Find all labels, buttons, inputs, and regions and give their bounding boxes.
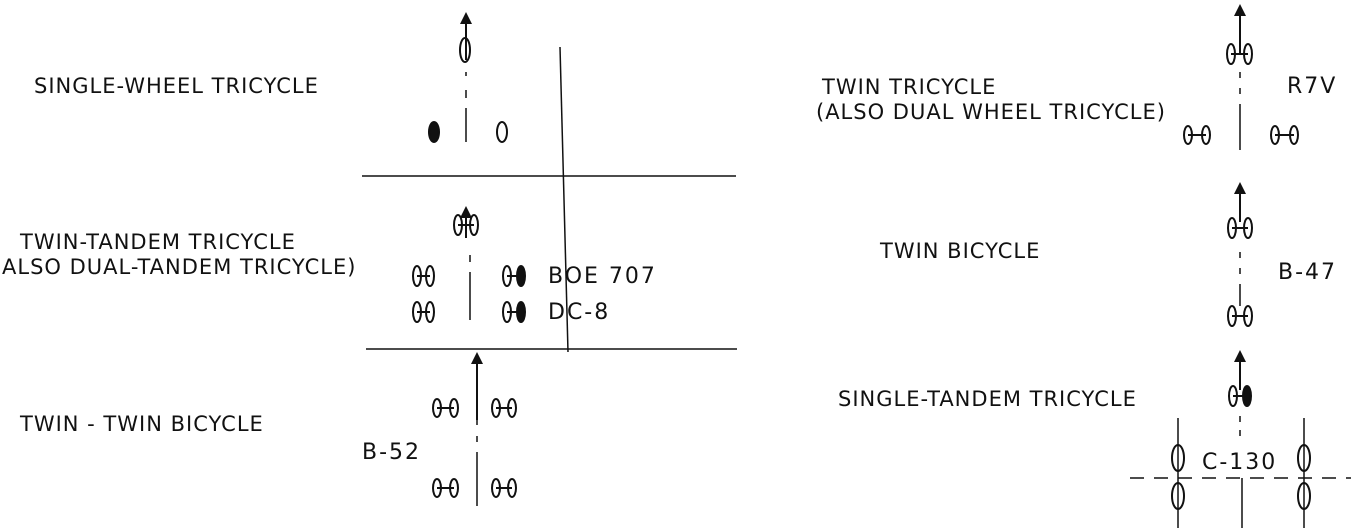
twin-tricycle-gear <box>1183 4 1299 150</box>
label-single-wheel-tricycle: SINGLE-WHEEL TRICYCLE <box>34 74 319 98</box>
label-twin-tricycle-alt: (ALSO DUAL WHEEL TRICYCLE) <box>816 100 1166 124</box>
twin-twin-bicycle-gear <box>432 352 517 506</box>
label-twin-bicycle: TWIN BICYCLE <box>880 239 1041 263</box>
twin-tandem-tricycle-gear <box>412 206 526 323</box>
aircraft-b47: B-47 <box>1278 260 1338 285</box>
aircraft-c130: C-130 <box>1198 450 1282 475</box>
label-single-tandem-tricycle: SINGLE-TANDEM TRICYCLE <box>838 387 1137 411</box>
single-tandem-tricycle-gear <box>1130 350 1351 528</box>
aircraft-r7v: R7V <box>1287 74 1338 99</box>
divider-line-vertical <box>559 46 569 353</box>
aircraft-b52: B-52 <box>362 440 422 465</box>
label-twin-tandem-tricycle-alt: ALSO DUAL-TANDEM TRICYCLE) <box>2 255 357 279</box>
aircraft-dc8: DC-8 <box>548 300 611 325</box>
label-twin-tandem-tricycle: TWIN-TANDEM TRICYCLE <box>20 230 296 254</box>
twin-bicycle-gear <box>1227 182 1253 327</box>
aircraft-boe707: BOE 707 <box>548 264 657 289</box>
single-wheel-tricycle-gear <box>428 12 508 143</box>
label-twin-twin-bicycle: TWIN - TWIN BICYCLE <box>20 412 264 436</box>
label-twin-tricycle: TWIN TRICYCLE <box>822 75 997 99</box>
